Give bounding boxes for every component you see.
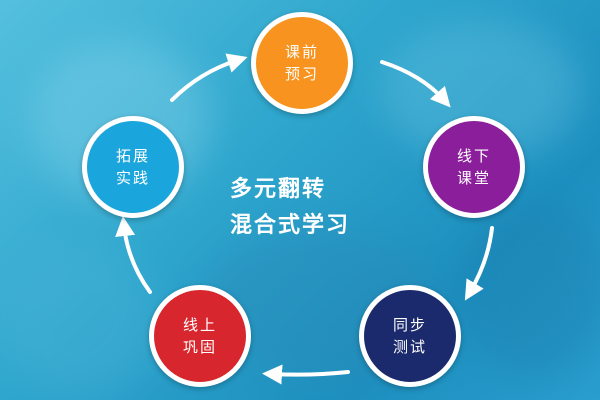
node-preview-line2: 预习 — [284, 65, 319, 83]
center-title-line2: 混合式学习 — [230, 213, 351, 238]
node-practice-line2: 实践 — [115, 169, 150, 187]
arrow-sync-test-to-online-review — [262, 364, 350, 385]
arrow-preview-to-offline-class — [380, 60, 451, 108]
arrow-practice-to-preview — [170, 53, 248, 102]
center-title-line1: 多元翻转 — [230, 177, 327, 202]
arrow-offline-class-to-sync-test — [464, 226, 494, 301]
node-offline-class-line2: 课堂 — [456, 169, 491, 187]
node-online-review-line1: 线上 — [182, 316, 217, 334]
node-practice-line1: 拓展 — [115, 147, 150, 165]
node-sync-test-line1: 同步 — [392, 316, 427, 334]
center-title: 多元翻转 混合式学习 — [230, 172, 390, 244]
node-preview-line1: 课前 — [284, 43, 319, 61]
node-sync-test-line2: 测试 — [392, 338, 427, 356]
arrow-online-review-to-practice — [115, 216, 152, 294]
node-practice: 拓展 实践 — [82, 116, 184, 218]
node-online-review-line2: 巩固 — [182, 338, 217, 356]
node-sync-test: 同步 测试 — [359, 285, 461, 387]
node-online-review: 线上 巩固 — [149, 285, 251, 387]
node-offline-class: 线下 课堂 — [423, 116, 525, 218]
node-preview: 课前 预习 — [251, 12, 353, 114]
node-offline-class-line1: 线下 — [456, 147, 491, 165]
